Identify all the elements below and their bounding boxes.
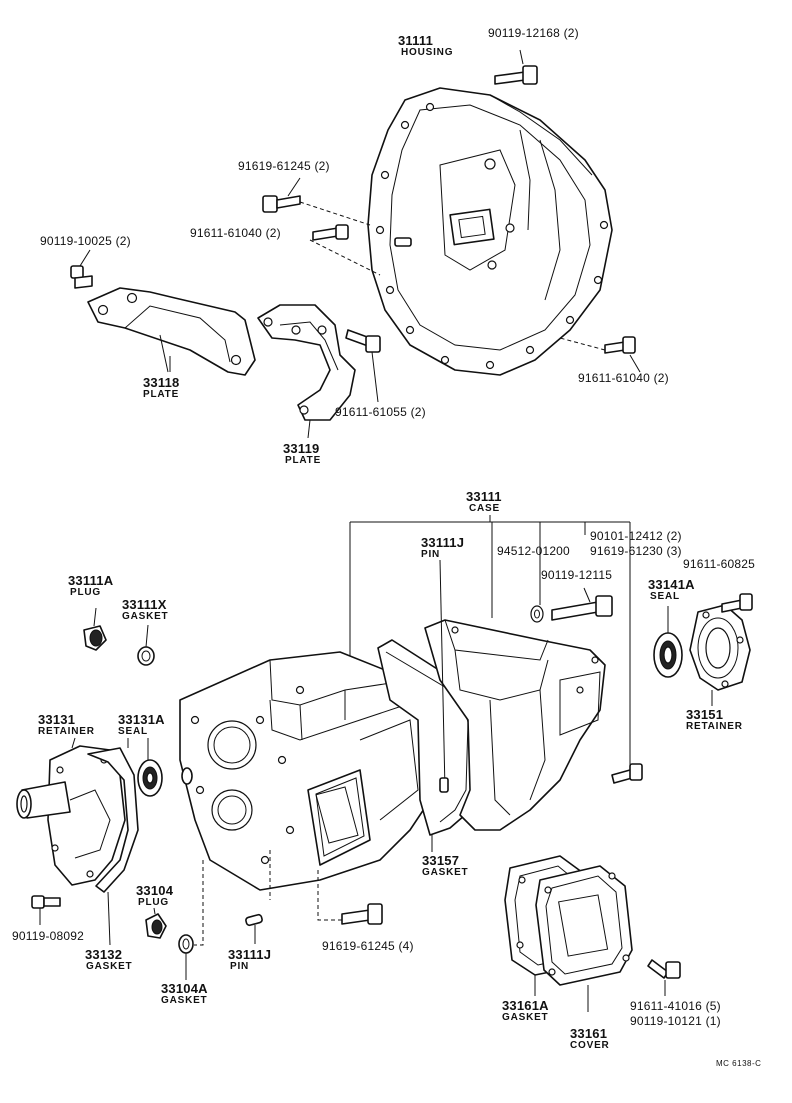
- gasket-33111x-name: GASKET: [122, 611, 169, 622]
- seal-33131a-number: 33131A: [118, 712, 165, 727]
- ref-91611-61055: 91611-61055 (2): [335, 405, 426, 419]
- ref-90119-12168: 90119-12168 (2): [488, 26, 579, 40]
- bolt-91619-61245-top: [262, 177, 371, 226]
- plate-33118-number: 33118: [143, 375, 180, 390]
- seal-33141a-part: [653, 606, 683, 678]
- bolt-91611-61040-left: [309, 224, 381, 276]
- gasket-33157-number: 33157: [422, 853, 460, 868]
- ref-90101-12412: 90101-12412 (2): [590, 529, 682, 543]
- ref-91611-61040-2a: 91611-61040 (2): [190, 226, 281, 240]
- retainer-33131-part: [16, 737, 126, 886]
- gasket-33161a-name: GASKET: [502, 1012, 549, 1023]
- bolt-91611-61055: [345, 329, 381, 403]
- gasket-33161a-number: 33161A: [502, 998, 549, 1013]
- gasket-33111x-part: [137, 624, 155, 666]
- plate-33119-name: PLATE: [285, 455, 322, 466]
- plug-33104-number: 33104: [136, 883, 174, 898]
- retainer-33151-number: 33151: [686, 707, 724, 722]
- gasket-33132-part: [87, 747, 139, 946]
- bolt-91619-61245-4: [317, 870, 383, 925]
- pin-33111j-lower-part: [245, 850, 271, 944]
- seal-33141a-name: SEAL: [650, 591, 680, 602]
- case-leader-bracket: [349, 515, 631, 765]
- gasket-33104a-name: GASKET: [161, 995, 208, 1006]
- plug-33111a-number: 33111A: [68, 573, 114, 588]
- bolt-90119-08092: [31, 895, 61, 925]
- case-number: 33111: [466, 489, 502, 504]
- clutch-housing-31111: [367, 87, 613, 376]
- case-ring: [181, 767, 193, 785]
- cover-33161-part: [535, 865, 633, 1012]
- bolt-90119-12115: [551, 587, 613, 621]
- retainer-33151-part: [689, 604, 751, 706]
- retainer-33131-number: 33131: [38, 712, 76, 727]
- ref-91619-61230: 91619-61230 (3): [590, 544, 682, 558]
- pin-lower-number: 33111J: [228, 947, 272, 962]
- plate-33118-name: PLATE: [143, 389, 180, 400]
- pin-upper-number: 33111J: [421, 535, 465, 550]
- gasket-33111x-number: 33111X: [122, 597, 167, 612]
- transmission-case-rear: [424, 619, 606, 831]
- cover-33161-name: COVER: [570, 1040, 610, 1051]
- seal-33131a-name: SEAL: [118, 726, 148, 737]
- housing-name: HOUSING: [401, 47, 454, 58]
- plug-dash-leader: [194, 860, 204, 946]
- seal-33141a-number: 33141A: [648, 577, 695, 592]
- cover-33161-number: 33161: [570, 1026, 608, 1041]
- pin-lower-name: PIN: [230, 961, 250, 972]
- ref-90119-12115: 90119-12115: [541, 568, 613, 582]
- plate-33119: [257, 304, 356, 439]
- diagram-code: MC 6138-C: [716, 1059, 762, 1068]
- case-side-opening: [307, 769, 371, 866]
- seal-33131a-part: [137, 738, 163, 797]
- ref-91619-61245-2: 91619-61245 (2): [238, 159, 330, 173]
- gasket-33132-name: GASKET: [86, 961, 133, 972]
- ref-90119-08092: 90119-08092: [12, 929, 85, 943]
- bolt-91611-60825: [721, 593, 753, 613]
- ref-94512-01200: 94512-01200: [497, 544, 570, 558]
- plug-33104-part: [145, 907, 167, 939]
- retainer-33131-name: RETAINER: [38, 726, 95, 737]
- gasket-33104a-number: 33104A: [161, 981, 208, 996]
- gasket-33157-name: GASKET: [422, 867, 469, 878]
- plate-33119-number: 33119: [283, 441, 320, 456]
- bolt-91611-61040-right: [559, 336, 641, 373]
- ref-91619-61245-4: 91619-61245 (4): [322, 939, 414, 953]
- pin-upper-part: [439, 777, 449, 793]
- bolt-case-right: [611, 763, 643, 784]
- pin-upper-name: PIN: [421, 549, 441, 560]
- bolt-91611-41016: [647, 959, 681, 996]
- gasket-33132-number: 33132: [85, 947, 123, 962]
- housing-number: 31111: [398, 33, 433, 48]
- bolt-90119-10025: [70, 249, 93, 289]
- ref-91611-60825: 91611-60825: [683, 557, 756, 571]
- case-name: CASE: [469, 503, 500, 514]
- plug-33104-name: PLUG: [138, 897, 169, 908]
- bolt-90119-12168: [494, 49, 538, 85]
- plate-33118: [87, 287, 256, 376]
- washer-94512-01200: [530, 605, 544, 623]
- ref-91611-41016: 91611-41016 (5): [630, 999, 721, 1013]
- ref-90119-10025: 90119-10025 (2): [40, 234, 131, 248]
- retainer-33151-name: RETAINER: [686, 721, 743, 732]
- plug-33111a-name: PLUG: [70, 587, 101, 598]
- ref-90119-10121: 90119-10121 (1): [630, 1014, 721, 1028]
- gasket-33104a-part: [178, 934, 194, 980]
- pin-upper-leader: [439, 559, 446, 791]
- ref-91611-61040-2b: 91611-61040 (2): [578, 371, 669, 385]
- plug-33111a-part: [83, 607, 107, 651]
